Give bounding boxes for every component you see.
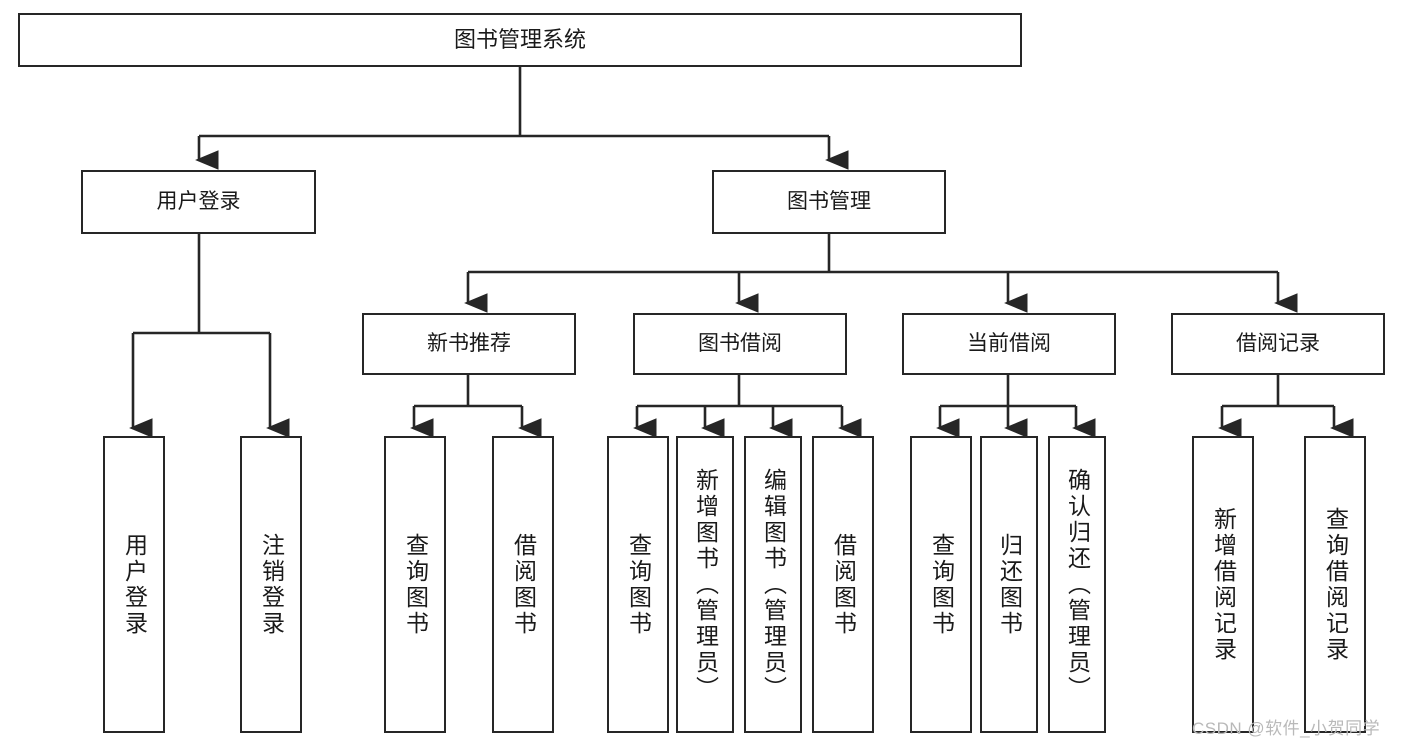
node-label: 查询图书 [928, 532, 955, 637]
node-label: 新增图书（管理员） [692, 467, 719, 702]
node-user-login[interactable]: 用户登录 [81, 170, 316, 234]
node-label: 确认归还（管理员） [1064, 467, 1091, 702]
node-label: 图书管理系统 [453, 27, 586, 53]
node-label: 用户登录 [156, 189, 241, 213]
node-label: 编辑图书（管理员） [760, 467, 787, 702]
node-borrow-record[interactable]: 借阅记录 [1171, 313, 1385, 375]
leaf-query-book-borrow[interactable]: 查询图书 [607, 436, 669, 733]
node-label: 当前借阅 [967, 331, 1051, 355]
node-label: 借阅图书 [830, 532, 857, 637]
leaf-borrow-book-recommend[interactable]: 借阅图书 [492, 436, 554, 733]
leaf-user-login[interactable]: 用户登录 [103, 436, 165, 733]
node-label: 新书推荐 [427, 331, 511, 355]
node-label: 图书借阅 [698, 331, 782, 355]
node-label: 借阅记录 [1236, 331, 1320, 355]
leaf-query-book-current[interactable]: 查询图书 [910, 436, 972, 733]
watermark-text: CSDN @软件_小贺同学 [1192, 719, 1381, 738]
node-current-borrow[interactable]: 当前借阅 [902, 313, 1116, 375]
leaf-edit-book-admin[interactable]: 编辑图书（管理员） [744, 436, 802, 733]
node-label: 查询图书 [625, 532, 652, 637]
node-label: 借阅图书 [510, 532, 537, 637]
node-label: 查询借阅记录 [1322, 506, 1349, 663]
node-book-management[interactable]: 图书管理 [712, 170, 946, 234]
leaf-return-book[interactable]: 归还图书 [980, 436, 1038, 733]
node-book-borrow[interactable]: 图书借阅 [633, 313, 847, 375]
leaf-borrow-book[interactable]: 借阅图书 [812, 436, 874, 733]
leaf-query-book-recommend[interactable]: 查询图书 [384, 436, 446, 733]
node-label: 查询图书 [402, 532, 429, 637]
leaf-add-borrow-record[interactable]: 新增借阅记录 [1192, 436, 1254, 733]
leaf-add-book-admin[interactable]: 新增图书（管理员） [676, 436, 734, 733]
node-label: 归还图书 [996, 532, 1023, 637]
node-new-book-recommend[interactable]: 新书推荐 [362, 313, 576, 375]
leaf-query-borrow-record[interactable]: 查询借阅记录 [1304, 436, 1366, 733]
node-label: 注销登录 [258, 532, 285, 637]
leaf-logout[interactable]: 注销登录 [240, 436, 302, 733]
node-label: 用户登录 [121, 532, 148, 637]
node-root-system[interactable]: 图书管理系统 [18, 13, 1022, 67]
leaf-confirm-return-admin[interactable]: 确认归还（管理员） [1048, 436, 1106, 733]
node-label: 新增借阅记录 [1210, 506, 1237, 663]
node-label: 图书管理 [787, 189, 871, 213]
